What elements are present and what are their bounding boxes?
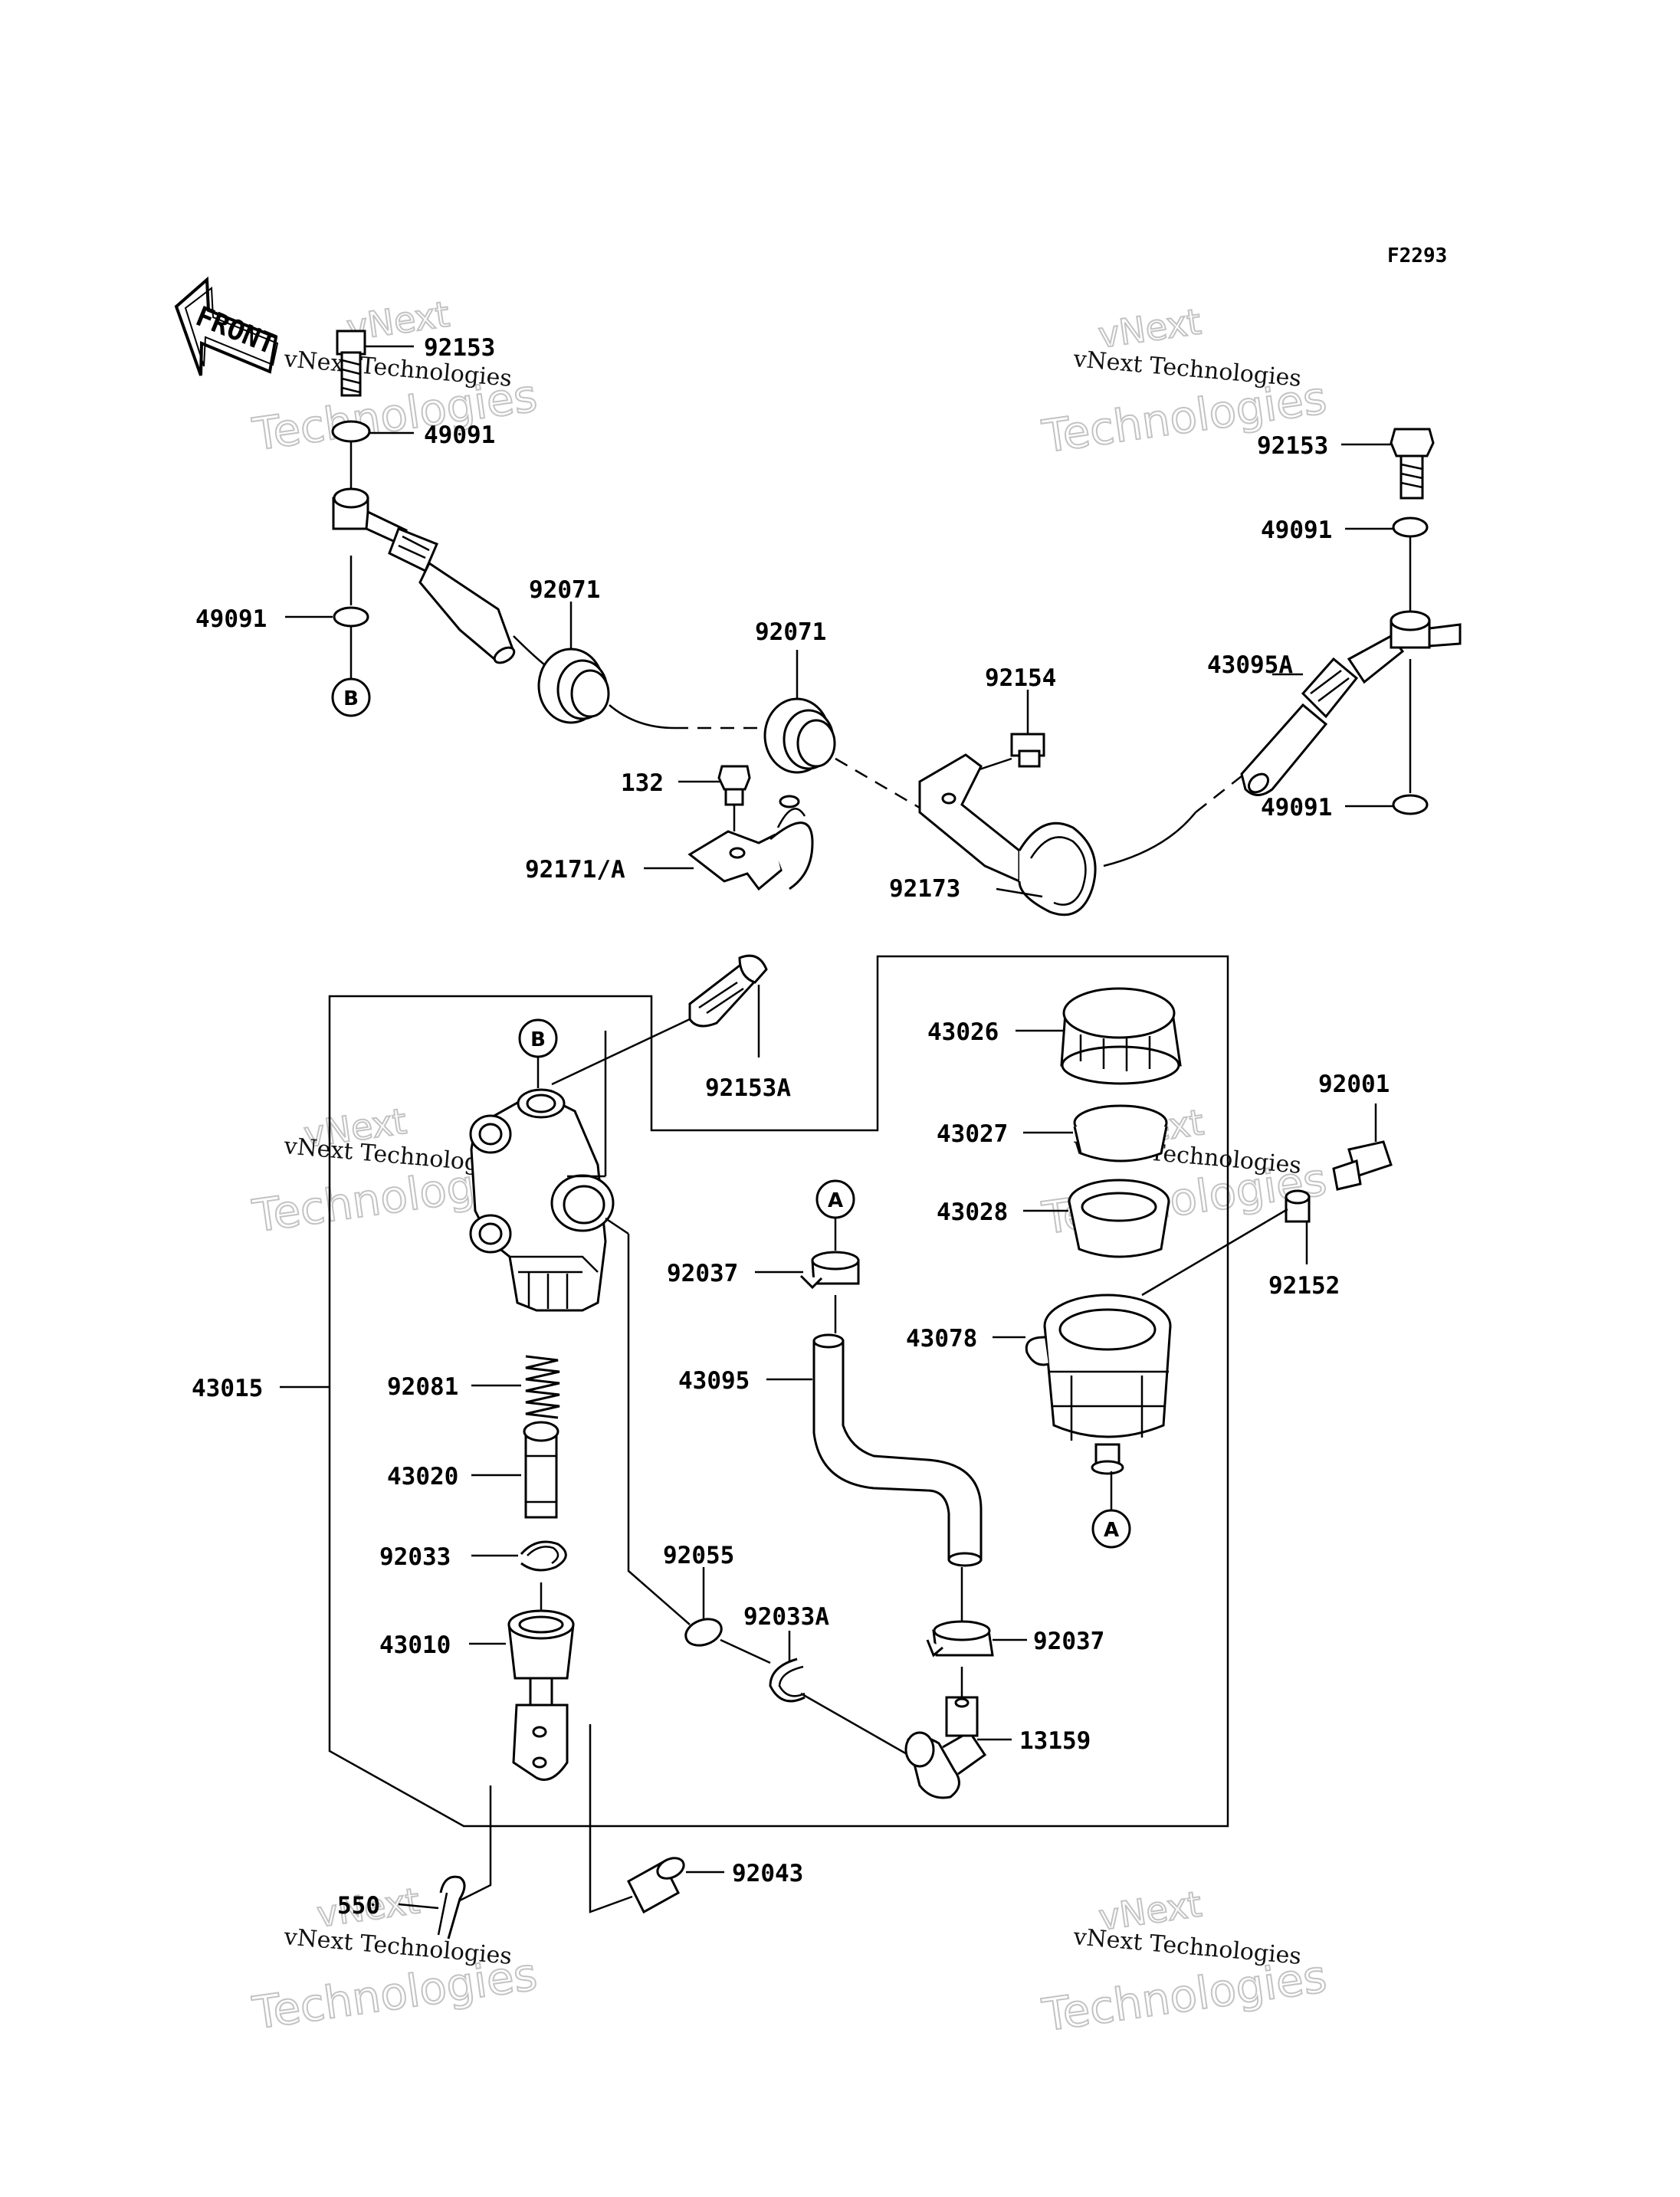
label-92173: 92173: [889, 875, 960, 903]
label-92033A: 92033A: [743, 1603, 829, 1631]
bolt-92153-right: [1390, 428, 1435, 500]
assembly-outline-43015: [328, 955, 1229, 1828]
washer-49091-right-top: [1392, 516, 1429, 538]
label-92055: 92055: [663, 1542, 734, 1569]
label-49091-right-bottom: 49091: [1261, 794, 1332, 821]
reservoir-cap-43026: [1060, 987, 1182, 1085]
figure-code: F2293: [1387, 244, 1447, 267]
label-49091-left: 49091: [195, 605, 267, 633]
push-rod-43010: [507, 1609, 575, 1781]
label-92153A: 92153A: [705, 1074, 791, 1102]
svg-text:B: B: [343, 687, 359, 710]
label-92071-b: 92071: [755, 618, 826, 646]
label-92171A: 92171/A: [525, 856, 625, 884]
bolt-92001: [1332, 1140, 1393, 1191]
banjo-fitting-left: [332, 487, 516, 664]
piston-43020: [523, 1421, 559, 1519]
washer-49091-right-bottom: [1392, 794, 1429, 815]
o-ring-92055: [684, 1618, 723, 1647]
circlip-92033A: [769, 1658, 806, 1703]
label-13159: 13159: [1019, 1727, 1091, 1755]
label-92037-top: 92037: [667, 1260, 738, 1287]
label-43020: 43020: [387, 1463, 458, 1490]
svg-text:A: A: [828, 1189, 843, 1212]
grommet-92071-b: [763, 697, 836, 774]
diaphragm-plate-43027: [1073, 1104, 1168, 1162]
callout-a-reservoir: [1091, 1509, 1131, 1549]
svg-text:vNext: vNext: [1096, 300, 1204, 356]
label-92037-bottom: 92037: [1033, 1628, 1104, 1655]
clamp-92171A: [687, 795, 814, 891]
bolt-92153-left: [336, 330, 366, 397]
washer-49091-left: [333, 606, 369, 628]
grommet-92071-a: [537, 648, 610, 724]
svg-text:A: A: [1104, 1519, 1119, 1542]
label-49091-right-top: 49091: [1261, 516, 1332, 544]
label-92152: 92152: [1268, 1272, 1340, 1300]
label-132: 132: [621, 769, 664, 797]
master-cylinder-body: [469, 1088, 615, 1312]
bracket-92173: [918, 753, 1097, 917]
watermark-text-bottom-left: vNext Technologies: [282, 1923, 513, 1970]
pin-92043: [627, 1857, 685, 1914]
bolt-92154: [1010, 733, 1045, 768]
label-43027: 43027: [937, 1120, 1008, 1148]
circlip-92033: [520, 1540, 567, 1572]
label-43078: 43078: [906, 1325, 977, 1353]
cotter-pin-550: [437, 1875, 466, 1940]
bolt-92153A: [688, 954, 768, 1028]
label-92153-top: 92153: [424, 334, 495, 362]
label-43095: 43095: [678, 1367, 750, 1395]
label-92033: 92033: [379, 1543, 451, 1571]
diaphragm-43028: [1068, 1179, 1170, 1258]
label-43026: 43026: [927, 1018, 999, 1046]
label-550: 550: [337, 1892, 380, 1920]
label-43010: 43010: [379, 1631, 451, 1659]
hose-43095: [812, 1333, 983, 1567]
label-43028: 43028: [937, 1199, 1008, 1226]
watermark-text-bottom-right: vNext Technologies: [1071, 1923, 1302, 1970]
washer-49091-top-left: [331, 420, 371, 443]
label-43015: 43015: [192, 1375, 263, 1402]
bolt-132: [717, 765, 751, 806]
brake-hose-43095A: [1240, 610, 1462, 796]
reservoir-43078: [1025, 1294, 1172, 1475]
label-92001: 92001: [1318, 1071, 1390, 1098]
svg-text:B: B: [530, 1028, 546, 1051]
clamp-92037-top: [799, 1251, 860, 1290]
label-92154: 92154: [985, 664, 1056, 692]
elbow-fitting-13159: [904, 1696, 987, 1799]
callout-a-hose: [815, 1179, 855, 1219]
callout-b-top: [331, 677, 371, 717]
callout-b-body: [518, 1018, 558, 1058]
clamp-92037-bottom: [926, 1620, 994, 1658]
watermark-text-top-right: vNext Technologies: [1071, 346, 1302, 392]
label-43095A: 43095A: [1207, 651, 1293, 679]
front-arrow-icon: FRONT: [174, 276, 281, 376]
label-92081: 92081: [387, 1373, 458, 1401]
label-49091-top: 49091: [424, 421, 495, 449]
spring-92081: [525, 1355, 560, 1419]
collar-92152: [1285, 1189, 1311, 1223]
label-92043: 92043: [732, 1860, 803, 1887]
label-92153-right: 92153: [1257, 432, 1328, 460]
label-92071-a: 92071: [529, 576, 600, 604]
